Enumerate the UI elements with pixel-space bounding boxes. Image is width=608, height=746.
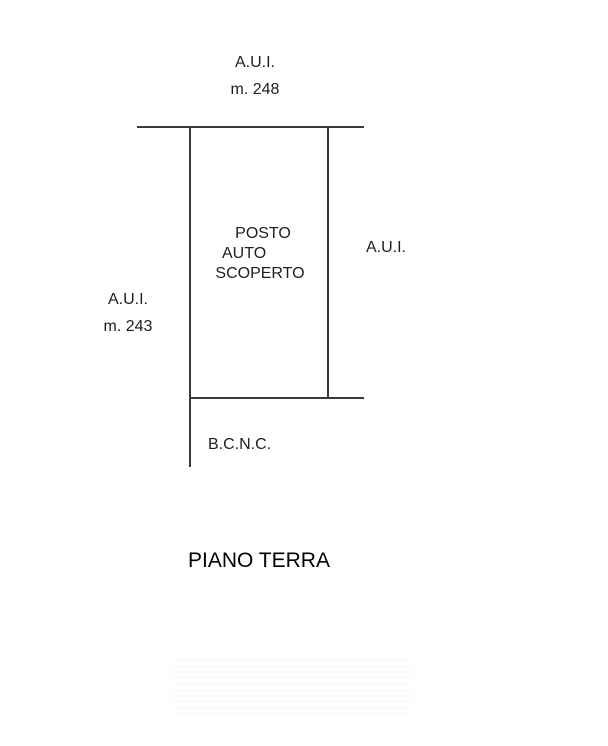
bottom-boundary-line (190, 397, 364, 399)
parcel-label-line-1: POSTO (235, 225, 291, 242)
west-neighbor-label: A.U.I. m. 243 (88, 289, 168, 338)
west-neighbor-parcel: m. 243 (103, 318, 153, 335)
faint-watermark (172, 655, 412, 715)
south-neighbor-label: B.C.N.C. (208, 434, 298, 456)
west-neighbor-name: A.U.I. (107, 291, 148, 308)
right-boundary-line (327, 126, 329, 399)
south-neighbor-name: B.C.N.C. (208, 436, 272, 453)
left-boundary-line (189, 126, 191, 467)
parcel-label-line-2: AUTO (222, 245, 267, 262)
east-neighbor-label: A.U.I. (355, 237, 417, 259)
north-neighbor-label: A.U.I. m. 248 (205, 52, 305, 101)
parcel-label-line-3: SCOPERTO (215, 265, 305, 282)
north-neighbor-name: A.U.I. (234, 54, 275, 71)
north-neighbor-parcel: m. 248 (230, 81, 280, 98)
east-neighbor-name: A.U.I. (365, 239, 406, 256)
floor-title: PIANO TERRA (188, 549, 330, 572)
parcel-label: POSTO AUTO SCOPERTO (205, 224, 315, 284)
top-boundary-line (137, 126, 364, 128)
